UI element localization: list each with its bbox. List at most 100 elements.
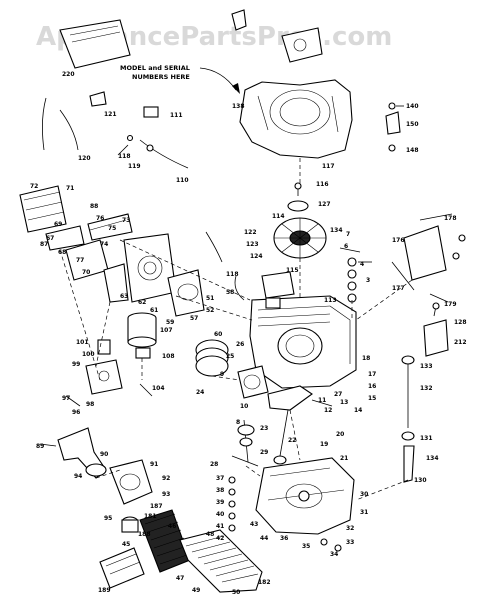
part-label: 14 — [354, 407, 362, 414]
part-label: 15 — [368, 395, 376, 402]
part-label: 104 — [152, 385, 165, 392]
part-label: 187 — [150, 503, 163, 510]
part-label: 59 — [166, 319, 174, 326]
part-group-bracket — [59, 19, 131, 69]
part-label: 22 — [288, 437, 296, 444]
part-label: 77 — [76, 257, 84, 264]
part-group-intake — [109, 459, 153, 533]
part-label: 188 — [138, 531, 151, 538]
part-label: 140 — [406, 103, 419, 110]
part-label: 25 — [226, 353, 234, 360]
part-label: 181 — [144, 513, 157, 520]
part-label: 111 — [170, 112, 183, 119]
part-label: 73 — [122, 217, 130, 224]
leader-lines — [59, 158, 413, 501]
part-label: 128 — [454, 319, 467, 326]
part-label: 93 — [162, 491, 170, 498]
part-label: 75 — [108, 225, 116, 232]
part-group-right-small — [385, 102, 404, 152]
part-label: 69 — [54, 221, 62, 228]
part-label: 68 — [58, 249, 66, 256]
part-label: 114 — [272, 213, 285, 220]
part-group-washers — [339, 247, 372, 303]
part-label: 212 — [454, 339, 467, 346]
part-label: 28 — [210, 461, 218, 468]
part-label: 98 — [86, 401, 94, 408]
part-group-carburetor — [103, 233, 205, 317]
part-label: 43 — [250, 521, 258, 528]
part-label: 40 — [216, 511, 224, 518]
part-label: 182 — [258, 579, 271, 586]
part-label: 107 — [160, 327, 173, 334]
part-label: 13 — [340, 399, 348, 406]
part-label: 3 — [366, 277, 370, 284]
part-label: 119 — [128, 163, 141, 170]
part-label: 16 — [368, 383, 376, 390]
part-group-piston — [195, 339, 269, 399]
part-label: 50 — [232, 589, 240, 596]
part-label: 21 — [340, 455, 348, 462]
part-label: 10 — [240, 403, 248, 410]
part-group-filter — [99, 547, 145, 589]
part-label: 118 — [118, 153, 131, 160]
part-group-camshaft — [231, 419, 259, 467]
part-label: 34 — [330, 551, 338, 558]
part-label: 36 — [280, 535, 288, 542]
part-label: 20 — [336, 431, 344, 438]
part-group-big-hose — [179, 529, 263, 593]
part-label: 138 — [232, 103, 245, 110]
part-group-wires-top — [42, 91, 189, 169]
part-label: 130 — [414, 477, 427, 484]
part-label: 100 — [82, 351, 95, 358]
part-labels: 220 138 121 120 111 118 119 110 140 150 … — [30, 71, 467, 596]
part-label: 62 — [138, 299, 146, 306]
part-label: 189 — [98, 587, 111, 594]
part-label: 7 — [346, 231, 350, 238]
part-label: 18 — [362, 355, 370, 362]
part-group-oil-sump — [255, 457, 355, 535]
part-label: 133 — [420, 363, 433, 370]
part-label: 91 — [150, 461, 158, 468]
part-label: 115 — [286, 267, 299, 274]
part-label: 52 — [206, 307, 214, 314]
part-group-float-bowl — [127, 312, 157, 359]
part-group-ignition — [205, 231, 295, 301]
part-label: 94 — [74, 473, 82, 480]
part-label: 24 — [196, 389, 204, 396]
part-group-governor-right — [391, 213, 466, 303]
part-label: 116 — [316, 181, 329, 188]
part-label: 101 — [76, 339, 89, 346]
part-label: 11 — [318, 397, 326, 404]
part-label: 46 — [168, 523, 176, 530]
part-label: 88 — [90, 203, 98, 210]
part-label: 148 — [406, 147, 419, 154]
part-label: 118 — [226, 271, 239, 278]
part-label: 71 — [66, 185, 74, 192]
part-label: 150 — [406, 121, 419, 128]
part-label: 63 — [120, 293, 128, 300]
part-label: 8 — [236, 419, 240, 426]
part-label: 97 — [62, 395, 70, 402]
part-group-top-bracket — [231, 9, 323, 63]
part-label: 17 — [368, 371, 376, 378]
part-group-sump-washers — [228, 476, 342, 552]
part-label: 89 — [36, 443, 44, 450]
part-label: 124 — [250, 253, 263, 260]
part-group-blower-housing — [239, 79, 353, 159]
part-group-dipstick — [401, 355, 415, 483]
part-label: 95 — [104, 515, 112, 522]
part-label: 96 — [72, 409, 80, 416]
part-label: 121 — [104, 111, 117, 118]
part-label: 49 — [192, 587, 200, 594]
part-label: 99 — [72, 361, 80, 368]
part-group-air-cleaner — [19, 185, 133, 281]
part-label: 67 — [46, 235, 54, 242]
part-label: 134 — [426, 455, 439, 462]
part-label: 6 — [344, 243, 348, 250]
part-label: 45 — [122, 541, 130, 548]
part-label: 27 — [334, 391, 342, 398]
part-label: 19 — [320, 441, 328, 448]
part-group-engine-block — [249, 295, 357, 389]
part-label: 60 — [214, 331, 222, 338]
